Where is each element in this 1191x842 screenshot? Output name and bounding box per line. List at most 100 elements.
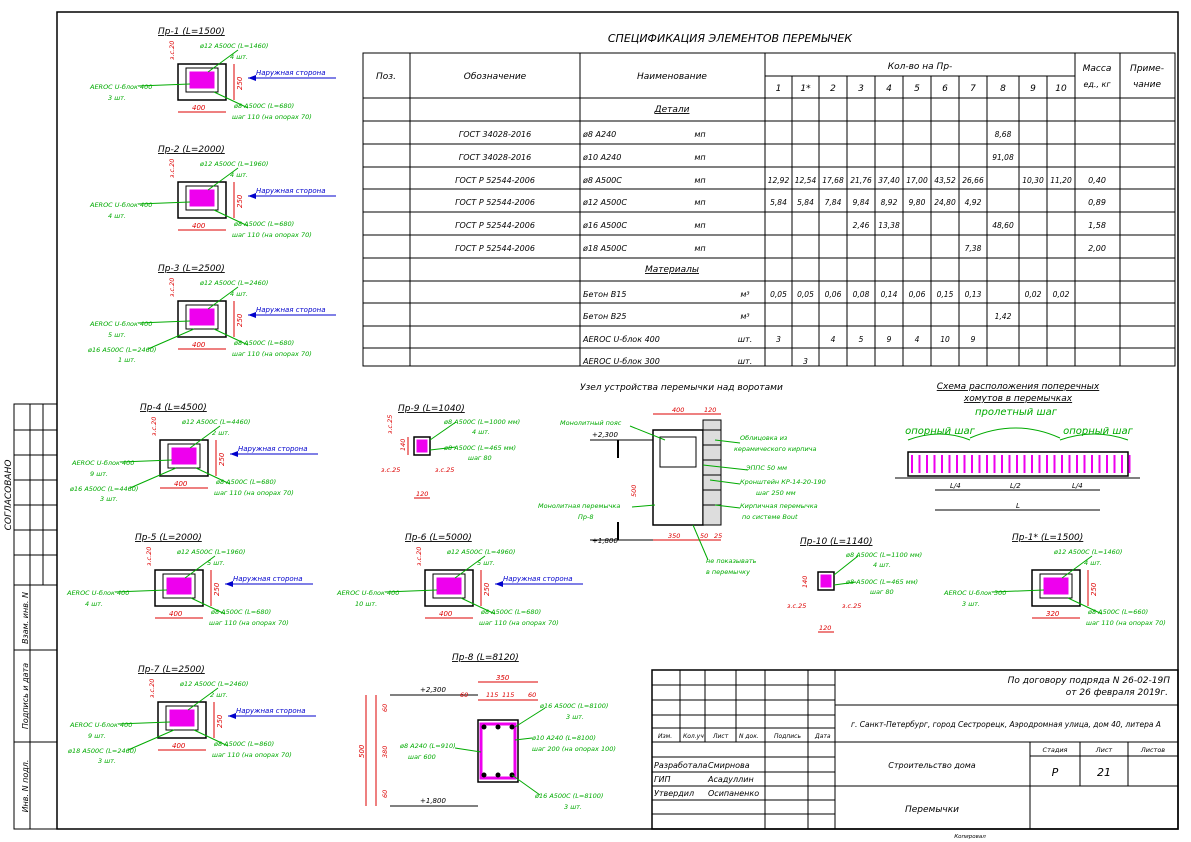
- stamp-sheets-label: Листов: [1140, 746, 1165, 754]
- lintel-bar-bot: ø16 А500С (L=4460): [69, 485, 138, 493]
- lintel-stirrup-step: шаг 110 (на опорах 70): [232, 113, 312, 121]
- spec-row-unit: мп: [694, 244, 705, 253]
- stamp-person-1: Смирнова: [708, 761, 750, 770]
- gate-dim-400: 400: [672, 406, 684, 414]
- pr8-dim-top-4: 60: [528, 691, 536, 699]
- gate-dim-25: 25: [714, 532, 722, 540]
- stamp-col-kol: Кол.уч: [683, 733, 704, 740]
- spec-row-name: ø8 А240: [582, 130, 616, 139]
- gate-brick-lintel-2: по системе Bout: [742, 513, 798, 521]
- spec-row-mass: 0,89: [1088, 198, 1106, 207]
- gate-note-2: в перемычку: [706, 568, 750, 576]
- pr8-title: Пр-8 (L=8120): [452, 653, 519, 663]
- spec-row-value: 8,68: [995, 130, 1012, 139]
- lintel-width: 400: [192, 222, 206, 230]
- lintel-stirrup-step: шаг 110 (на опорах 70): [1086, 619, 1166, 627]
- spec-material-value: 9: [971, 335, 976, 344]
- spec-row-value: 8,92: [881, 198, 898, 207]
- lintel-title: Пр-1* (L=1500): [1012, 533, 1083, 543]
- lintel-block: AEROC U-блок 400: [71, 459, 134, 467]
- pr10-w: 120: [819, 624, 831, 632]
- lintel-stirrup: ø8 А500С (L=680): [233, 339, 294, 347]
- lintel-title: Пр-2 (L=2000): [158, 145, 225, 155]
- pr9-bar2-step: шаг 80: [468, 454, 492, 462]
- lintel-title: Пр-3 (L=2500): [158, 264, 225, 274]
- spec-hdr-pos: Поз.: [376, 72, 396, 82]
- lintel-bar-bot-qty: 3 шт.: [98, 757, 116, 765]
- spec-material-value: 5: [859, 335, 864, 344]
- gate-lintel-2: Пр-8: [578, 513, 594, 521]
- spec-hdr-note: Приме-: [1130, 64, 1164, 74]
- lintel-cover: з.с.20: [168, 278, 176, 297]
- lintel-cover: з.с.20: [168, 41, 176, 60]
- spec-hdr-qty: Кол-во на Пр-: [888, 62, 953, 72]
- spec-material-name: Бетон В25: [583, 312, 626, 321]
- scheme-dim-l4-right: L/4: [1072, 482, 1083, 490]
- arrow-icon: [228, 713, 236, 719]
- spec-row-name: ø18 А500С: [582, 244, 627, 253]
- pr10-bar1: ø8 А500С (L=1100 мм): [845, 551, 922, 559]
- lintel-block: AEROC U-блок 400: [336, 589, 399, 597]
- spec-row-designation: ГОСТ 34028-2016: [459, 153, 531, 162]
- arrow-icon: [225, 581, 233, 587]
- stamp-role-2: ГИП: [654, 775, 670, 784]
- spec-material-value: 0,05: [797, 290, 814, 299]
- lintel-stirrup-step: шаг 110 (на опорах 70): [232, 350, 312, 358]
- lintel-block: AEROC U-блок 300: [943, 589, 1006, 597]
- spec-hdr-note2: чание: [1133, 80, 1162, 90]
- spec-row-value: 17,68: [822, 176, 844, 185]
- spec-material-value: 3: [776, 335, 781, 344]
- spec-row-mass: 2,00: [1088, 244, 1106, 253]
- lintel-width: 400: [439, 610, 453, 618]
- gate-note: не показывать: [706, 557, 757, 565]
- side-signdate-label: Подпись и дата: [21, 663, 30, 729]
- pr8-bar-mid: ø10 А240 (L=8100): [531, 734, 596, 742]
- lintel-width: 400: [174, 480, 188, 488]
- spec-material-unit: м³: [740, 312, 749, 321]
- lintel-stirrup: ø8 А500С (L=680): [233, 220, 294, 228]
- pr8-bar-left-step: шаг 600: [408, 753, 436, 761]
- lintel-title: Пр-1 (L=1500): [158, 27, 225, 37]
- spec-material-value: 0,08: [853, 290, 870, 299]
- spec-hdr-mass: Масса: [1083, 64, 1112, 74]
- spec-row-value: 12,92: [768, 176, 790, 185]
- lintel-block-qty: 5 шт.: [108, 331, 126, 339]
- lintel-bar-top-qty: 2 шт.: [212, 429, 230, 437]
- rebar-cage: [189, 189, 215, 207]
- spec-col-4: 4: [886, 84, 892, 94]
- stamp-col-sign: Подпись: [774, 733, 801, 740]
- lintel-width: 320: [1046, 610, 1060, 618]
- pr10-bar2: ø8 А500С (L=465 мм): [845, 578, 918, 586]
- spec-material-value: 0,15: [937, 290, 954, 299]
- spec-col-8: 8: [1000, 84, 1006, 94]
- spec-row-value: 37,40: [878, 176, 900, 185]
- lintel-pr9: Пр-9 (L=1040) ø8 А500С (L=1000 мм) 4 шт.…: [381, 404, 520, 499]
- lintel-width: 400: [192, 104, 206, 112]
- lintel-stirrup: ø8 А500С (L=680): [210, 608, 271, 616]
- lintel-stirrup: ø8 А500С (L=860): [213, 740, 274, 748]
- spec-row-unit: мп: [694, 130, 705, 139]
- pr8-dim-left-1: 60: [381, 704, 389, 712]
- side-approved-label: СОГЛАСОВАНО: [4, 460, 14, 531]
- lintel-stirrup: ø8 А500С (L=680): [480, 608, 541, 616]
- spec-hdr-name: Наименование: [637, 72, 707, 82]
- rebar-cage: [166, 577, 192, 595]
- arrow-icon: [248, 75, 256, 81]
- pr8-bar-bot: ø16 А500С (L=8100): [534, 792, 603, 800]
- lintel-bar-bot: ø18 А500С (L=2460): [67, 747, 136, 755]
- scheme-dim-l4-left: L/4: [950, 482, 961, 490]
- rebar-cage: [171, 447, 197, 465]
- spec-row-name: ø8 А500С: [582, 176, 622, 185]
- lintel-block-qty: 9 шт.: [90, 470, 108, 478]
- stamp-sheet: 21: [1097, 766, 1111, 779]
- lintel-pr4: Пр-4 (L=4500)ø12 А500С (L=4460)2 шт.AERO…: [69, 403, 318, 503]
- pr9-cover-top: з.с.25: [386, 415, 394, 434]
- spec-material-unit: шт.: [738, 357, 753, 366]
- stamp-contract-date: от 26 февраля 2019г.: [1066, 688, 1168, 698]
- spec-material-value: 1,42: [995, 312, 1012, 321]
- spec-row-value: 10,30: [1022, 176, 1044, 185]
- lintel-height: 250: [236, 76, 244, 90]
- lintel-block-qty: 9 шт.: [88, 732, 106, 740]
- stamp-role-3: Утвердил: [654, 789, 694, 798]
